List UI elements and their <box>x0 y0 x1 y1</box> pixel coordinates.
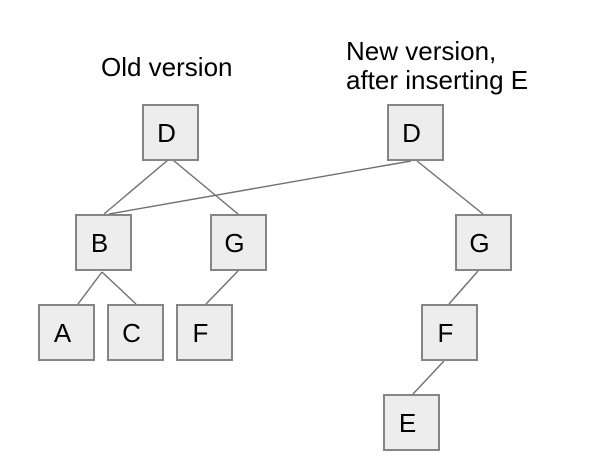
node-new-f: F <box>421 304 478 361</box>
edge-newD-newG <box>416 160 484 215</box>
node-new-d: D <box>387 104 444 161</box>
node-label: G <box>224 227 245 258</box>
node-old-a: A <box>38 304 95 361</box>
node-label: C <box>122 317 141 348</box>
node-old-d: D <box>142 104 199 161</box>
edge-oldD-oldB <box>103 159 169 215</box>
node-new-e: E <box>383 394 440 451</box>
edge-oldB-oldA <box>77 271 103 305</box>
node-label: F <box>437 317 454 348</box>
node-old-b: B <box>75 214 132 271</box>
edge-newF-newE <box>412 360 445 395</box>
node-old-c: C <box>107 304 164 361</box>
new-version-title: New version, after inserting E <box>346 36 529 95</box>
edge-oldB-oldC <box>101 271 137 305</box>
node-label: F <box>192 317 209 348</box>
edge-newG-newF <box>448 270 479 305</box>
node-label: B <box>90 227 109 258</box>
node-label: D <box>157 117 176 148</box>
node-new-g: G <box>455 214 512 271</box>
node-label: A <box>53 317 72 348</box>
node-label: E <box>398 407 417 438</box>
node-old-f: F <box>176 304 233 361</box>
node-label: D <box>402 117 421 148</box>
node-old-g: G <box>210 214 267 271</box>
old-version-title: Old version <box>101 52 233 82</box>
edge-newD-oldB <box>108 160 412 215</box>
edge-oldG-oldF <box>205 270 239 305</box>
edge-oldD-oldG <box>172 159 239 215</box>
node-label: G <box>469 227 490 258</box>
